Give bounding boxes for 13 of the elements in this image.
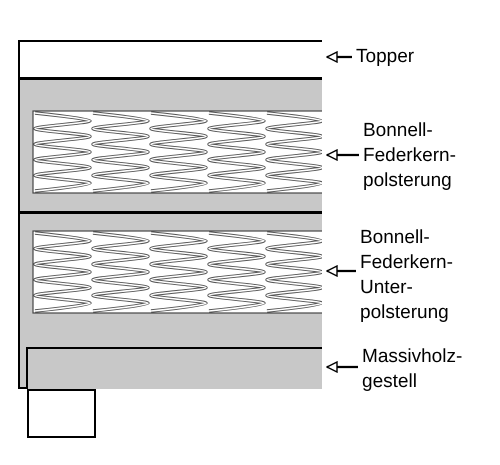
arrow [326,361,358,373]
bed-foot [27,389,96,438]
layer-label: Massivholz- gestell [362,345,464,394]
spring-layer [18,212,322,389]
topper-layer [18,40,322,79]
layer-label: Bonnell- Federkern- Unter- polsterung [360,226,454,325]
spring-layer [18,78,322,213]
arrow [326,51,352,63]
layer-label: Topper [356,45,416,69]
arrow [326,149,359,161]
layer-label: Bonnell- Federkern- polsterung [363,119,457,193]
wooden-frame [26,347,322,389]
arrow [326,265,356,277]
